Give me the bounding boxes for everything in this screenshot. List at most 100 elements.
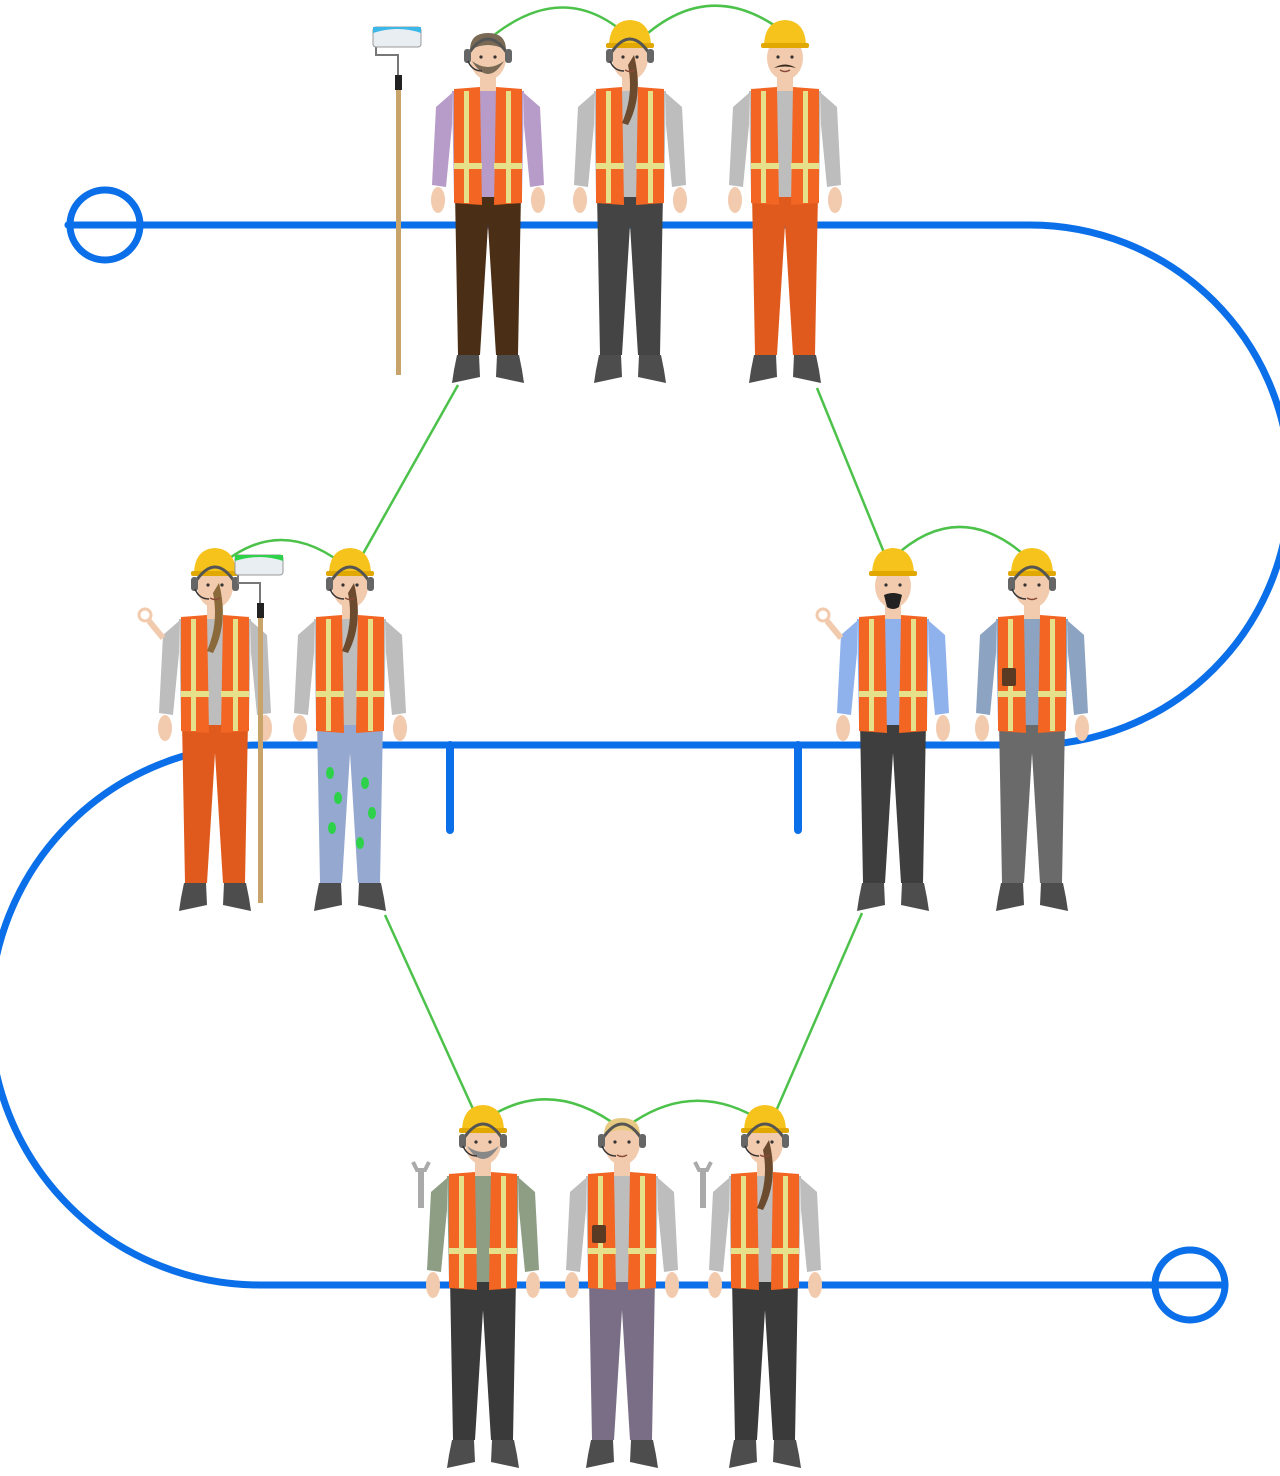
eye-right	[770, 1140, 774, 1144]
hardhat-icon	[872, 548, 914, 573]
boot-right	[638, 355, 666, 383]
eye-left	[341, 583, 345, 587]
microphone-icon	[601, 1145, 617, 1157]
headset-icon	[1008, 577, 1015, 591]
roller-grip	[257, 603, 264, 618]
paint-splat-icon	[326, 767, 334, 779]
boot-left	[179, 883, 207, 911]
eye-right	[898, 583, 902, 587]
eye-right	[220, 583, 224, 587]
worker-top-3	[728, 20, 842, 383]
worker-bottom-1	[411, 1105, 540, 1468]
eye-left	[613, 1140, 617, 1144]
pants	[860, 721, 926, 883]
hand-left	[573, 187, 587, 213]
headset-icon	[1049, 577, 1056, 591]
connection-lines	[214, 4, 1031, 1129]
sleeve-left	[729, 93, 749, 187]
reflective-band	[751, 163, 779, 169]
raised-forearm	[146, 619, 166, 640]
reflective-stripe	[869, 619, 874, 731]
headset-icon	[367, 577, 374, 591]
reflective-band	[356, 691, 384, 697]
raised-forearm	[824, 619, 844, 640]
reflective-stripe	[191, 619, 196, 731]
sleeve-left	[837, 621, 857, 715]
eye-right	[493, 55, 497, 59]
mouth	[616, 1154, 628, 1158]
eye-right	[627, 1140, 631, 1144]
hardhat-brim	[741, 1128, 789, 1133]
hardhat-brim	[191, 571, 239, 576]
reflective-stripe	[233, 619, 238, 731]
eye-left	[621, 55, 625, 59]
worker-bottom-2	[565, 1118, 679, 1468]
paint-splat-icon	[368, 807, 376, 819]
headset-icon	[647, 49, 654, 63]
hair	[470, 33, 506, 50]
reflective-band	[221, 691, 249, 697]
hand-right	[393, 715, 407, 741]
reflective-stripe	[741, 1176, 746, 1288]
reflective-stripe	[911, 619, 916, 731]
headset-icon	[464, 49, 471, 63]
pants	[732, 1278, 798, 1440]
reflective-band	[588, 1248, 616, 1254]
reflective-band	[998, 691, 1026, 697]
paint	[373, 27, 421, 33]
roller-handle	[396, 85, 401, 375]
mouth	[209, 597, 221, 601]
worker-right-1	[815, 548, 950, 911]
reflective-stripe	[326, 619, 331, 731]
boot-right	[496, 355, 524, 383]
boot-right	[358, 883, 386, 911]
worker-right-2	[975, 548, 1089, 911]
boot-left	[314, 883, 342, 911]
boot-right	[630, 1440, 658, 1468]
hand-left	[426, 1272, 440, 1298]
boot-right	[1040, 883, 1068, 911]
paint-splat-icon	[361, 777, 369, 789]
reflective-band	[771, 1248, 799, 1254]
hand-left	[975, 715, 989, 741]
hand-left	[158, 715, 172, 741]
ponytail	[342, 583, 358, 653]
boot-right	[491, 1440, 519, 1468]
hand-right	[665, 1272, 679, 1298]
pants	[999, 721, 1065, 883]
ponytail	[622, 55, 638, 125]
worker-top-2	[573, 20, 687, 383]
headset-icon	[606, 49, 613, 63]
hair	[604, 1118, 640, 1135]
sleeve-left	[159, 621, 179, 715]
sleeve-right	[929, 621, 949, 715]
coffee-cup-icon	[592, 1225, 606, 1243]
ponytail	[757, 1140, 773, 1210]
reflective-band	[449, 1248, 477, 1254]
eye-right	[1037, 583, 1041, 587]
sleeve-right	[821, 93, 841, 187]
eye-left	[479, 55, 483, 59]
headset-band	[744, 1122, 786, 1139]
eye-left	[1023, 583, 1027, 587]
hardhat-brim	[459, 1128, 507, 1133]
boot-left	[729, 1440, 757, 1468]
reflective-stripe	[761, 91, 766, 203]
hand-right	[808, 1272, 822, 1298]
hand-left	[293, 715, 307, 741]
hardhat-icon	[329, 548, 371, 573]
reflective-band	[489, 1248, 517, 1254]
headset-icon	[505, 49, 512, 63]
hardhat-brim	[761, 43, 809, 48]
hand-right	[936, 715, 950, 741]
wrench-icon	[700, 1168, 706, 1208]
mouth	[779, 69, 791, 73]
headset-band	[329, 565, 371, 582]
headset-icon	[191, 577, 198, 591]
hand-left	[708, 1272, 722, 1298]
hand-left	[728, 187, 742, 213]
eye-left	[756, 1140, 760, 1144]
hardhat-icon	[194, 548, 236, 573]
eye-right	[488, 1140, 492, 1144]
